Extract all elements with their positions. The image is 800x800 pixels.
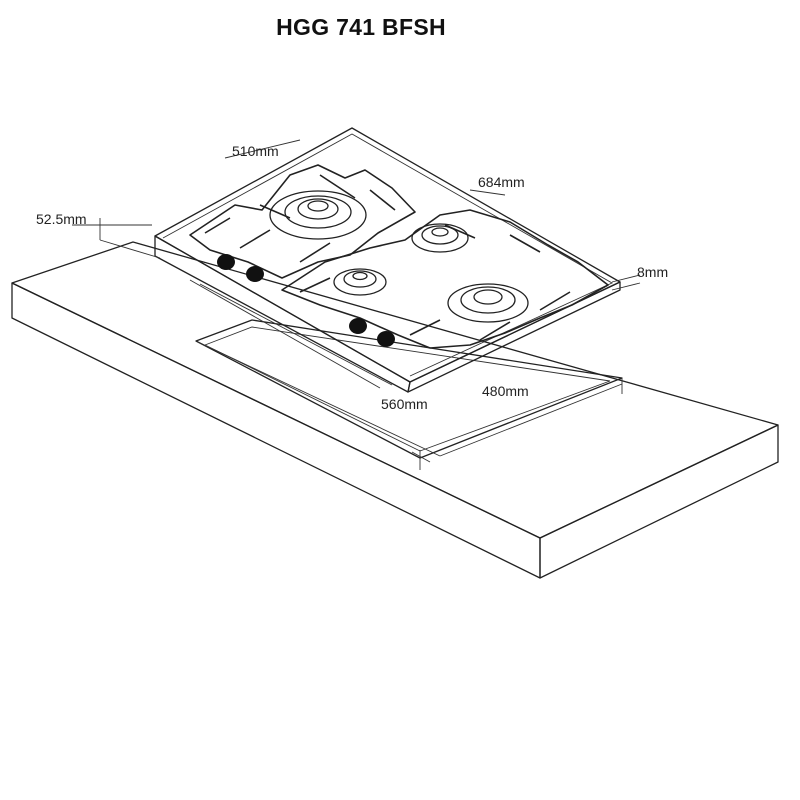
knob-1 [217, 254, 235, 270]
hob [154, 127, 621, 393]
hob-dimension-lines [72, 139, 641, 291]
model-title: HGG 741 BFSH [276, 14, 446, 40]
dim-glass-thickness: 8mm [637, 264, 668, 280]
small-burner-front [333, 268, 387, 296]
dim-cutout-width: 480mm [482, 383, 529, 399]
knob-4 [377, 331, 395, 347]
dim-length: 684mm [478, 174, 525, 190]
countertop [11, 241, 779, 579]
pan-supports [189, 164, 609, 349]
large-burner [447, 283, 529, 323]
cutout-dimension-lines [197, 341, 623, 470]
medium-burner-back [411, 223, 469, 253]
knob-3 [349, 318, 367, 334]
dim-width: 510mm [232, 143, 279, 159]
dim-height: 52.5mm [36, 211, 87, 227]
dim-cutout-length: 560mm [381, 396, 428, 412]
knob-2 [246, 266, 264, 282]
wok-burner [269, 190, 367, 240]
